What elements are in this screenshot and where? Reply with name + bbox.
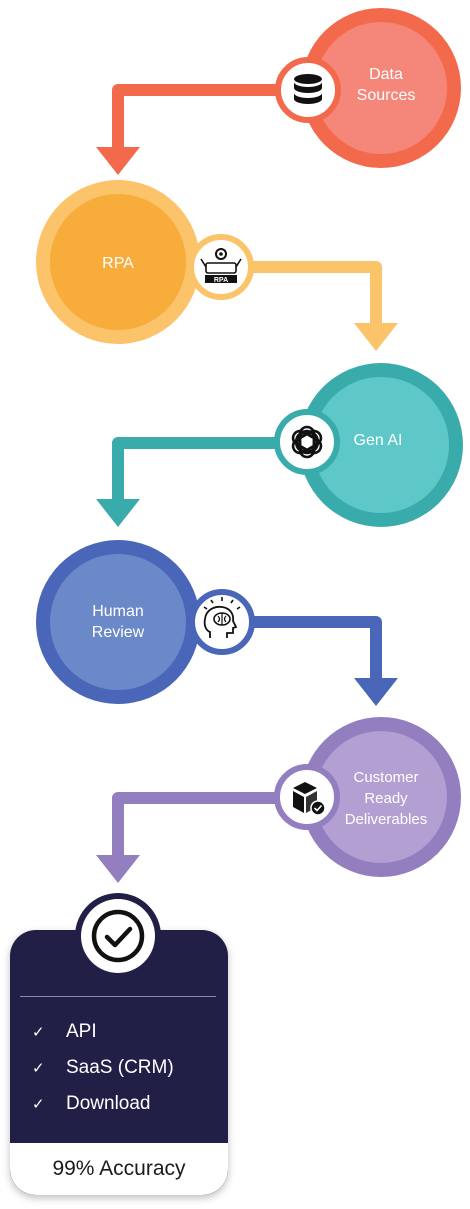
step-circle-inner: [50, 194, 186, 330]
step-data-sources: Data Sources: [301, 8, 461, 168]
step-label-line: Sources: [357, 87, 416, 104]
card-divider: [20, 996, 216, 997]
checkmark-icon: ✓: [32, 1060, 45, 1077]
list-item: ✓ SaaS (CRM): [32, 1050, 174, 1086]
step-label-line: Human: [92, 603, 144, 620]
step-customer-ready-deliverables: Customer Ready Deliverables: [301, 717, 461, 877]
database-icon: [275, 57, 341, 123]
brain-head-icon: [189, 589, 255, 655]
connector-line: [112, 437, 290, 502]
connector-line: [240, 616, 382, 681]
check-circle-badge: [75, 893, 161, 979]
result-card: ✓ API ✓ SaaS (CRM) ✓ Download 99% Accura…: [10, 930, 228, 1195]
step-label-line: Ready: [364, 790, 408, 807]
arrowhead: [96, 855, 140, 883]
connector-line: [112, 84, 290, 150]
arrowhead: [96, 147, 140, 175]
svg-text:RPA: RPA: [214, 277, 228, 284]
step-circle-inner: [315, 22, 447, 154]
arrowhead: [354, 323, 398, 351]
checkmark-icon: ✓: [32, 1024, 45, 1041]
step-label-line: Review: [92, 624, 145, 641]
step-gen-ai: Gen AI: [299, 363, 463, 527]
connector-line: [112, 792, 290, 858]
connector-line: [240, 261, 382, 326]
delivery-options-list: ✓ API ✓ SaaS (CRM) ✓ Download: [32, 1014, 174, 1122]
list-item: ✓ Download: [32, 1086, 174, 1122]
step-label-line: Gen AI: [354, 432, 403, 449]
box-check-icon: [274, 764, 340, 830]
step-circle-inner: [313, 377, 449, 513]
step-circle-inner: [315, 731, 447, 863]
delivery-option-label: Download: [66, 1093, 151, 1114]
accuracy-footer: 99% Accuracy: [10, 1143, 228, 1195]
step-circle-inner: [50, 554, 186, 690]
step-rpa: RPA: [36, 180, 200, 344]
check-circle-icon: [81, 899, 155, 973]
delivery-option-label: SaaS (CRM): [66, 1057, 174, 1078]
delivery-option-label: API: [66, 1021, 97, 1042]
arrowhead: [354, 678, 398, 706]
step-label-line: Customer: [353, 769, 418, 786]
step-label-line: RPA: [102, 255, 134, 272]
openai-logo-icon: [274, 409, 340, 475]
step-label-line: Data: [369, 66, 403, 83]
list-item: ✓ API: [32, 1014, 174, 1050]
checkmark-icon: ✓: [32, 1096, 45, 1113]
step-label-line: Deliverables: [345, 811, 428, 828]
step-human-review: Human Review: [36, 540, 200, 704]
rpa-robot-icon: RPA: [188, 234, 254, 300]
arrowhead: [96, 499, 140, 527]
